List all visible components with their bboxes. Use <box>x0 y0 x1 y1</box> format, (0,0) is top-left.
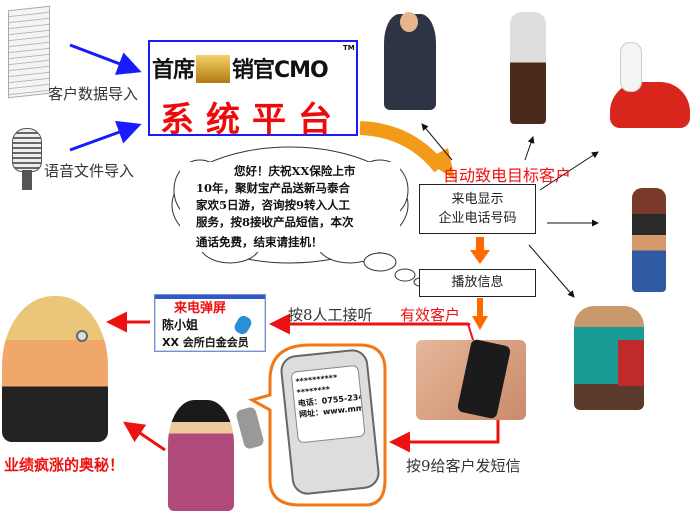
sms-phone-screen: ********** ******** 电话：0755-234 网址：www.m… <box>290 364 366 444</box>
popup-titlebar <box>155 295 265 299</box>
sms-phone-illustration: ********** ******** 电话：0755-234 网址：www.m… <box>278 347 382 497</box>
microphone-icon <box>12 128 42 172</box>
cloud-line: 服务，按8接收产品短信，本次 <box>196 215 354 229</box>
popup-title: 来电弹屏 <box>174 301 227 316</box>
woman-showing-phone-figure <box>168 400 234 511</box>
hand-holding-phone-photo <box>416 338 526 420</box>
press8-label: 按8人工接听 <box>288 306 373 324</box>
customer-woman-with-car-figure <box>620 42 642 92</box>
document-stack-icon <box>8 5 50 99</box>
call-center-agent-figure <box>2 296 108 442</box>
brand-left-text: 首席 <box>152 58 195 83</box>
platform-brand: 首席 销官CMO <box>152 52 329 84</box>
brand-right-text: 销官CMO <box>232 58 329 83</box>
trademark-mark: TM <box>343 44 355 52</box>
caller-id-line2: 企业电话号码 <box>438 211 517 226</box>
platform-subtitle: 系统平台 <box>160 100 344 140</box>
cloud-line: 通话免费，结束请挂机！ <box>196 235 323 249</box>
press9-label: 按9给客户发短信 <box>406 457 521 475</box>
valid-customer-label: 有效客户 <box>400 306 461 324</box>
caller-id-line1: 来电显示 <box>451 192 504 207</box>
shopping-bags <box>618 340 644 386</box>
platform-logo-box <box>148 40 358 136</box>
cloud-line: 您好！庆祝XX保险上市 <box>234 164 356 178</box>
headset-icon <box>76 330 88 342</box>
caller-id-box: 来电显示 企业电话号码 <box>419 184 536 234</box>
cloud-line: 家欢5日游，咨询按9转入人工 <box>196 198 351 212</box>
customer-walking-woman-figure <box>510 12 546 124</box>
slogan-label: 业绩疯涨的奥秘！ <box>4 456 125 474</box>
keypad-phone <box>456 338 512 420</box>
input-label-voice-file: 语音文件导入 <box>44 162 135 180</box>
gold-win-logo-icon <box>196 55 231 83</box>
input-label-customer-data: 客户数据导入 <box>48 85 139 103</box>
message-cloud-text: 您好！庆祝XX保险上市 10年，聚财宝产品送新马泰合 家欢5日游，咨询按9转入人… <box>196 163 404 251</box>
customer-posing-woman-figure <box>632 188 666 292</box>
cloud-line: 10年，聚财宝产品送新马泰合 <box>196 181 351 195</box>
microphone-stand <box>22 170 32 190</box>
play-info-box: 播放信息 <box>419 269 536 297</box>
popup-caller-name: 陈小姐 <box>162 318 199 332</box>
businessman-head <box>400 12 418 32</box>
popup-member-level: XX 会所白金会员 <box>162 336 249 349</box>
auto-call-label: 自动致电目标客户 <box>443 166 572 185</box>
